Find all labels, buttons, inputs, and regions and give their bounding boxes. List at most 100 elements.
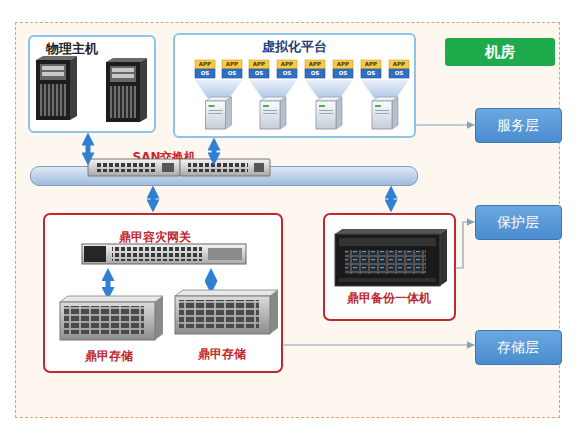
icon-text: APP (195, 60, 215, 69)
group-title: 物理主机 (46, 40, 126, 58)
virtual-funnel-part (195, 80, 242, 98)
layer-box: 服务层 (475, 108, 562, 143)
gateway-storage-arrow (108, 274, 211, 294)
gateway-device-part (84, 246, 106, 262)
link-arrow (389, 192, 394, 207)
app-os-icon-part (361, 60, 381, 78)
san-switch-part (180, 159, 270, 176)
leader-arrow (416, 124, 475, 125)
app-os-icon (195, 60, 409, 78)
app-os-icon-part (277, 60, 297, 78)
tower-server-part (106, 58, 147, 122)
backup-appliance-part (335, 229, 447, 234)
icon-text: OS (277, 69, 297, 78)
virtual-server (206, 97, 399, 129)
storage-device-part (175, 290, 278, 296)
icon-text: OS (361, 69, 381, 78)
layer-name: 保护层 (476, 206, 561, 239)
virtual-funnel-part (361, 80, 409, 98)
tower-server-part (36, 56, 77, 120)
icon-text: APP (277, 60, 297, 69)
device-label: 鼎甲存储 (55, 348, 163, 365)
link-arrow (212, 144, 217, 160)
virtual-funnel (195, 80, 409, 98)
leader-arrow (456, 222, 475, 268)
device-label: 鼎甲备份一体机 (325, 290, 454, 307)
icon-text: APP (333, 60, 353, 69)
storage-device-part (155, 296, 163, 340)
san-switch (88, 159, 270, 176)
app-os-icon-part (389, 60, 409, 78)
layer-name: 存储层 (476, 331, 561, 364)
band-title: SAN交换机 (133, 149, 213, 166)
virtual-server-part (372, 97, 398, 129)
icon-text: APP (305, 60, 325, 69)
storage-device-part (64, 306, 144, 334)
leader-arrow (283, 344, 475, 345)
icon-text: OS (333, 69, 353, 78)
san-switch-part (254, 163, 264, 172)
room-frame: 机房 物理主机 虚拟化平台 SAN交换机鼎甲容灾网关鼎甲存储鼎甲存储 鼎甲备份一体机 服务… (15, 22, 560, 418)
icon-text: APP (249, 60, 269, 69)
backup-appliance-part (335, 234, 440, 286)
backup-appliance-part (345, 250, 426, 274)
app-os-icon-part (249, 60, 269, 78)
gateway-device-part (112, 247, 202, 261)
storage-device-part (60, 302, 155, 340)
storage-unit: 鼎甲存储 (168, 292, 276, 362)
icon-text: OS (389, 69, 409, 78)
link-arrow (86, 139, 91, 160)
gateway-device-part (82, 244, 246, 264)
gateway-device (82, 244, 246, 264)
app-os-icon-part (305, 60, 325, 78)
virtual-server-part (260, 97, 286, 129)
gateway-storage-arrow-part (209, 274, 214, 288)
layer-box: 存储层 (475, 330, 562, 365)
tower-server (36, 56, 147, 122)
backup-appliance-part (339, 238, 436, 246)
group-title: 虚拟化平台 (175, 38, 414, 56)
room-tag: 机房 (445, 38, 555, 66)
icon-text: OS (305, 69, 325, 78)
icon-text: APP (361, 60, 381, 69)
san-switch-part (88, 159, 180, 176)
virtual-group: 虚拟化平台 (173, 33, 416, 138)
san-switch-part (162, 163, 174, 172)
virtual-funnel-part (305, 80, 353, 98)
app-os-icon-part (195, 60, 215, 78)
gateway-storage-arrow-part (106, 274, 111, 294)
layer-name: 服务层 (476, 109, 561, 142)
host-group: 物理主机 (28, 35, 156, 133)
storage-device (175, 290, 278, 334)
storage-device-part (60, 296, 163, 302)
group-title: 鼎甲容灾网关 (65, 229, 245, 246)
icon-text: APP (222, 60, 242, 69)
app-os-icon-part (333, 60, 353, 78)
device-label: 鼎甲存储 (168, 346, 276, 363)
storage-device-part (179, 300, 259, 328)
link-arrow (151, 192, 156, 207)
storage-device-part (270, 290, 278, 334)
san-band: SAN交换机 (30, 166, 418, 186)
storage-device-part (175, 296, 270, 334)
san-switch-part (188, 163, 248, 172)
storage-unit: 鼎甲存储 (55, 298, 163, 366)
icon-text: OS (222, 69, 242, 78)
gateway-device-part (208, 248, 242, 260)
virtual-funnel-part (249, 80, 297, 98)
backup-appliance-part (440, 229, 447, 286)
virtual-server-part (206, 97, 232, 129)
icon-text: APP (389, 60, 409, 69)
app-os-icon-part (222, 60, 242, 78)
gateway-group: 鼎甲容灾网关鼎甲存储鼎甲存储 (43, 213, 283, 373)
layer-box: 保护层 (475, 205, 562, 240)
virtual-server-part (316, 97, 342, 129)
backup-appliance-part (339, 278, 436, 282)
icon-text: OS (195, 69, 215, 78)
icon-text: OS (249, 69, 269, 78)
backup-appliance (335, 229, 447, 286)
